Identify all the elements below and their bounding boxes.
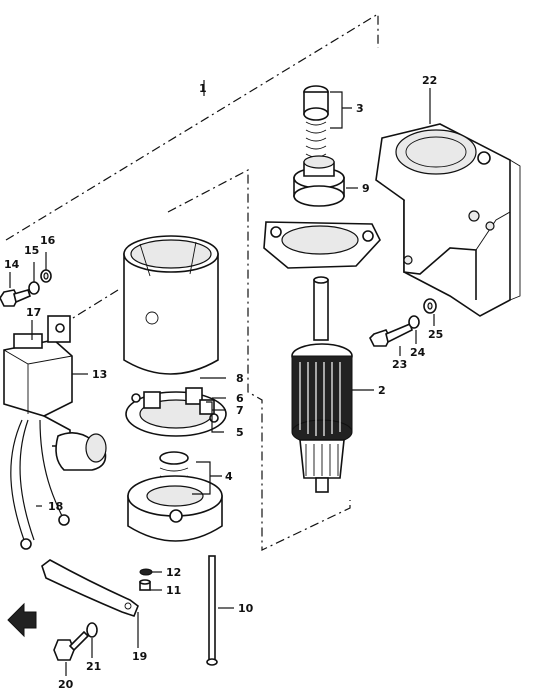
callout-3: 3 [356,102,364,115]
callout-10: 10 [238,602,254,615]
callout-13: 13 [92,368,107,381]
callout-5: 5 [236,426,244,439]
wiring-harness [10,419,107,550]
drive-end-frame [263,221,381,269]
callout-2: 2 [378,384,386,397]
through-bolt [206,555,218,666]
callout-17: 17 [26,306,41,319]
callout-6: 6 [236,392,244,405]
callout-22: 22 [422,74,437,87]
end-cover [127,451,223,542]
leader-lines [9,88,435,676]
callout-24: 24 [410,346,426,359]
housing-bracket [375,123,521,317]
callout-9: 9 [362,182,370,195]
callout-20: 20 [58,678,74,691]
callout-23: 23 [392,358,407,371]
relay-bolt [0,269,52,307]
pinion-gear [293,155,345,207]
strap-bolt [53,622,98,661]
armature [291,276,353,493]
yoke-housing [123,235,219,375]
small-screw [139,568,153,591]
callout-7: 7 [236,404,244,417]
callout-25: 25 [428,328,443,341]
callout-labels: 1 2 3 4 5 6 7 8 9 10 11 12 13 14 15 16 1… [4,74,443,691]
bracket-bolt [369,298,437,347]
callout-18: 18 [48,500,63,513]
strap-bracket [41,559,139,640]
callout-8: 8 [236,372,244,385]
callout-12: 12 [166,566,181,579]
assembly-outline [5,12,379,551]
callout-14: 14 [4,258,20,271]
starter-relay [3,315,73,447]
callout-19: 19 [132,650,147,663]
callout-16: 16 [40,234,56,247]
callout-11: 11 [166,584,181,597]
brush-holder [125,387,227,437]
callout-21: 21 [86,660,101,673]
pinion-collar [303,85,329,158]
front-arrow-icon [7,602,37,638]
callout-1: 1 [199,82,207,95]
callout-15: 15 [24,244,39,257]
callout-4: 4 [225,470,233,483]
